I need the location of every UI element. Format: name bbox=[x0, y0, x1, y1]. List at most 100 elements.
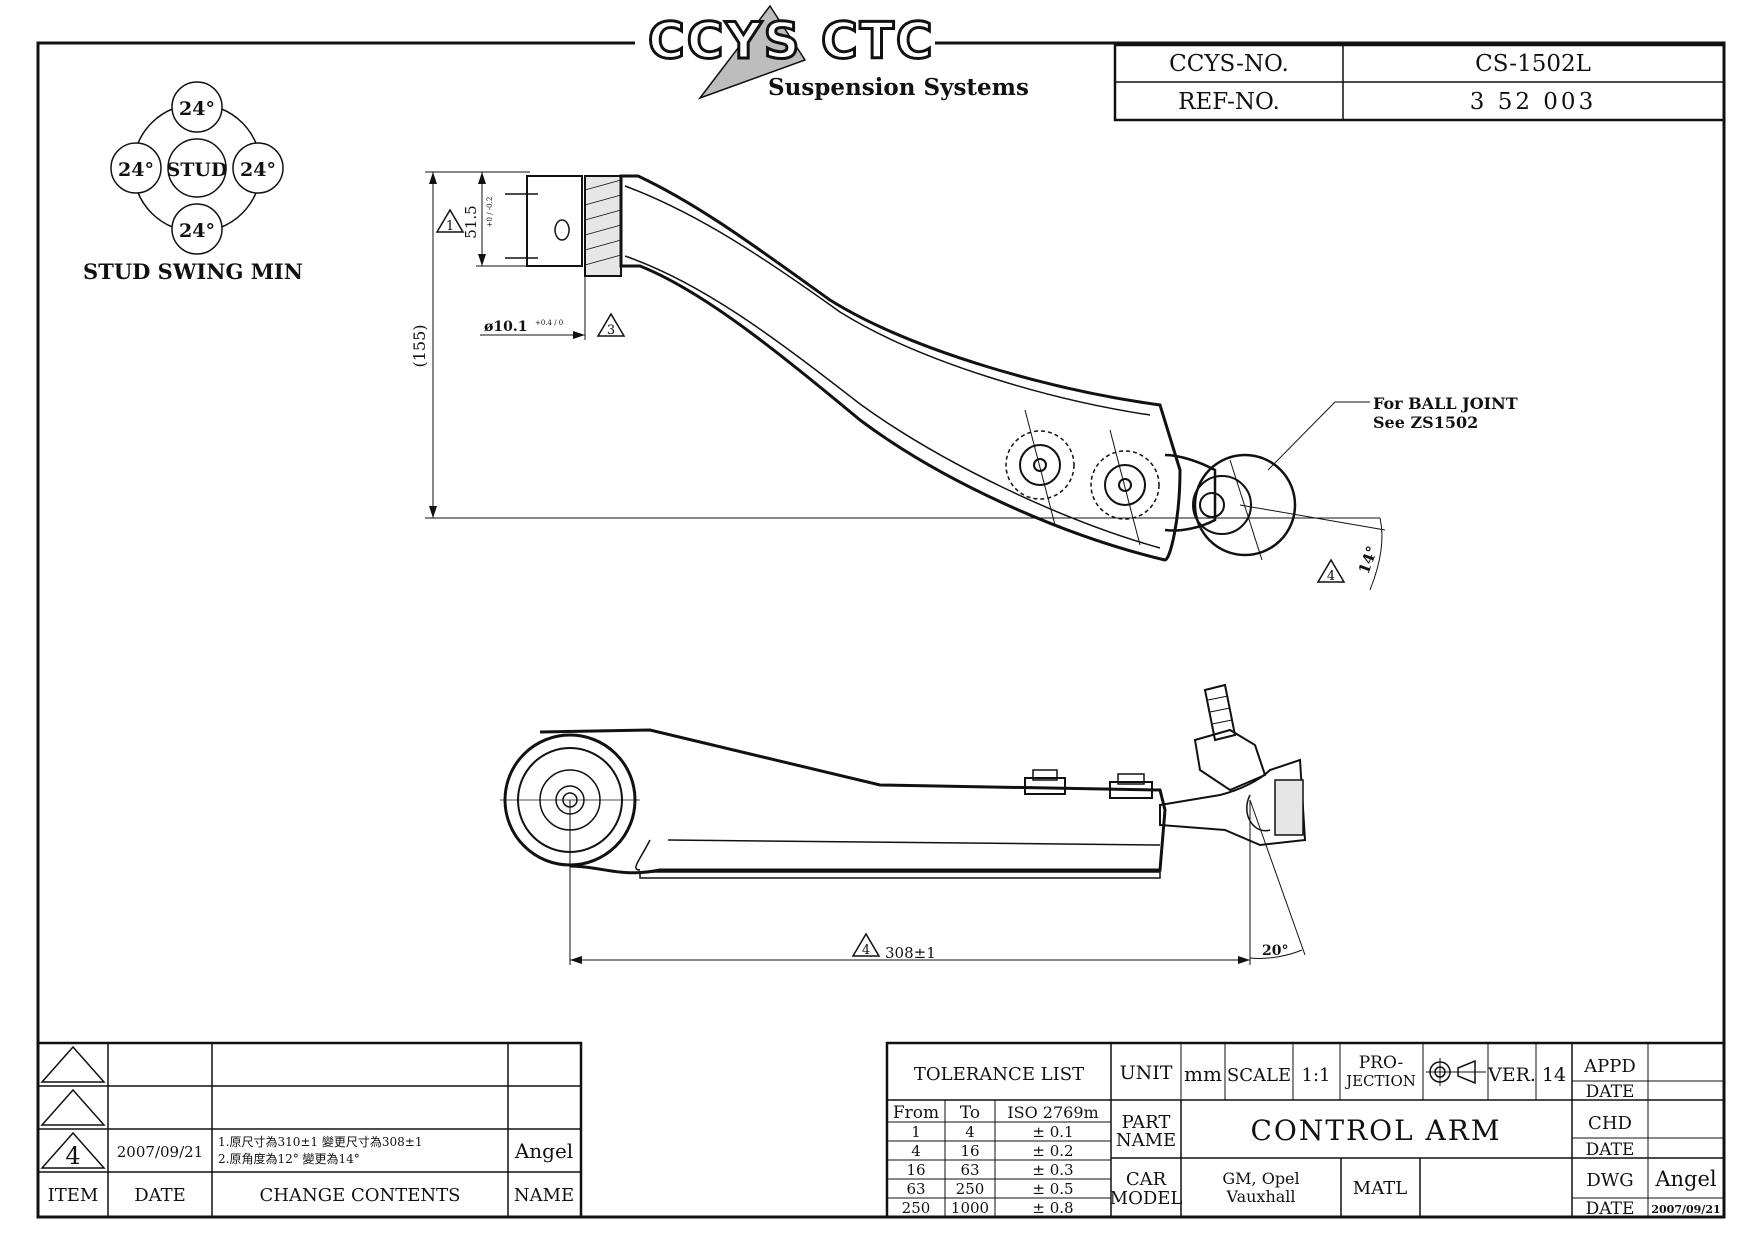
ball-joint-note-line2: See ZS1502 bbox=[1373, 413, 1478, 432]
ver-label: VER. bbox=[1487, 1064, 1536, 1086]
scale-label: SCALE bbox=[1227, 1065, 1291, 1086]
marker-1-triangle: 1 bbox=[435, 208, 465, 234]
projection-label-line2: JECTION bbox=[1344, 1072, 1416, 1090]
tolerance-list-title: TOLERANCE LIST bbox=[914, 1064, 1084, 1085]
tol-header-to: To bbox=[960, 1103, 980, 1123]
top-view-angle: 14° bbox=[1355, 544, 1382, 577]
top-view-drawing: For BALL JOINT See ZS1502 (155) 51.5 +0 … bbox=[410, 171, 1518, 591]
tol-row-to: 4 bbox=[965, 1123, 975, 1141]
svg-text:4: 4 bbox=[862, 943, 870, 958]
marker-4-triangle-top: 4 bbox=[1316, 558, 1346, 584]
tol-header-from: From bbox=[893, 1103, 939, 1123]
drawing-border bbox=[36, 41, 1726, 1219]
swing-bottom-angle: 24° bbox=[179, 220, 215, 242]
tol-row-to: 250 bbox=[956, 1180, 985, 1198]
svg-text:3: 3 bbox=[607, 323, 615, 338]
revision-header-contents: CHANGE CONTENTS bbox=[260, 1185, 461, 1206]
dwg-date-label: DATE bbox=[1586, 1199, 1635, 1219]
part-number-box: CCYS-NO. CS-1502L REF-NO. 3 52 003 bbox=[1113, 43, 1726, 122]
tol-row-from: 4 bbox=[911, 1142, 921, 1160]
title-block: TOLERANCE LIST From To ISO 2769m 1 4 ± 0… bbox=[885, 1041, 1726, 1219]
revision-header-date: DATE bbox=[134, 1185, 186, 1206]
tol-row-value: ± 0.3 bbox=[1032, 1161, 1073, 1179]
revision-marker-4 bbox=[40, 1131, 106, 1169]
tol-row-value: ± 0.5 bbox=[1032, 1180, 1073, 1198]
scale-value: 1:1 bbox=[1302, 1065, 1331, 1086]
stud-swing-caption: STUD SWING MIN bbox=[83, 259, 303, 284]
car-model-value-line2: Vauxhall bbox=[1225, 1187, 1295, 1206]
dimension-bushing-tolerance: +0 / -0.2 bbox=[486, 197, 494, 228]
ball-joint-stud bbox=[1203, 683, 1237, 742]
matl-label: MATL bbox=[1353, 1178, 1407, 1199]
appd-date-label: DATE bbox=[1586, 1082, 1635, 1102]
projection-symbol-icon bbox=[1426, 1058, 1486, 1086]
dimension-overall-length: 308±1 bbox=[885, 944, 936, 962]
tol-row-from: 1 bbox=[911, 1123, 921, 1141]
tol-header-iso: ISO 2769m bbox=[1007, 1103, 1098, 1122]
swing-center-label: STUD bbox=[167, 159, 228, 181]
tol-row-to: 63 bbox=[960, 1161, 979, 1179]
ref-no-value: 3 52 003 bbox=[1470, 89, 1596, 115]
company-logo: CCYS CTC Suspension Systems bbox=[635, 4, 1029, 101]
part-name-value: CONTROL ARM bbox=[1250, 1114, 1501, 1147]
dwg-label: DWG bbox=[1586, 1170, 1633, 1191]
unit-value: mm bbox=[1184, 1062, 1222, 1086]
unit-label: UNIT bbox=[1120, 1062, 1173, 1084]
tol-row-from: 250 bbox=[902, 1199, 931, 1217]
revision-date: 2007/09/21 bbox=[117, 1143, 203, 1161]
revision-table: 4 2007/09/21 1.原尺寸為310±1 變更尺寸為308±1 2.原角… bbox=[36, 1041, 583, 1219]
ball-joint-note-line1: For BALL JOINT bbox=[1373, 394, 1518, 413]
swing-top-angle: 24° bbox=[179, 98, 215, 120]
part-name-label-line2: NAME bbox=[1116, 1130, 1176, 1151]
tol-row-value: ± 0.8 bbox=[1032, 1199, 1073, 1217]
car-model-label-line2: MODEL bbox=[1110, 1188, 1183, 1209]
logo-subtitle: Suspension Systems bbox=[768, 74, 1029, 101]
ccys-no-label: CCYS-NO. bbox=[1169, 51, 1289, 77]
dwg-date-value: 2007/09/21 bbox=[1651, 1203, 1720, 1216]
arm-body-side bbox=[539, 728, 1167, 875]
tol-row-value: ± 0.1 bbox=[1032, 1123, 1073, 1141]
dimension-bore-tolerance: +0.4 / 0 bbox=[535, 319, 563, 327]
dimension-bushing-width: 51.5 bbox=[462, 205, 480, 238]
bushing-section-hatch bbox=[584, 175, 622, 277]
revision-item: 4 bbox=[65, 1142, 80, 1170]
chd-date-label: DATE bbox=[1586, 1140, 1635, 1160]
swing-right-angle: 24° bbox=[240, 159, 276, 181]
revision-marker-blank-1 bbox=[40, 1045, 106, 1083]
part-name-label-line1: PART bbox=[1122, 1112, 1171, 1133]
tol-row-value: ± 0.2 bbox=[1032, 1142, 1073, 1160]
marker-3-triangle: 3 bbox=[596, 312, 626, 338]
swing-left-angle: 24° bbox=[118, 159, 154, 181]
svg-text:4: 4 bbox=[1327, 569, 1335, 584]
projection-label-line1: PRO- bbox=[1359, 1053, 1404, 1073]
revision-header-item: ITEM bbox=[48, 1185, 99, 1206]
logo-text: CCYS CTC bbox=[648, 12, 935, 70]
chd-label: CHD bbox=[1588, 1113, 1632, 1134]
stud-swing-diagram: 24° 24° 24° 24° STUD STUD SWING MIN bbox=[83, 81, 303, 284]
ver-value: 14 bbox=[1542, 1064, 1566, 1086]
revision-name: Angel bbox=[514, 1139, 573, 1163]
car-model-value-line1: GM, Opel bbox=[1222, 1169, 1299, 1188]
ref-no-label: REF-NO. bbox=[1178, 89, 1280, 115]
dwg-value: Angel bbox=[1654, 1167, 1717, 1191]
tol-row-to: 16 bbox=[960, 1142, 979, 1160]
revision-contents-line2: 2.原角度為12° 變更為14° bbox=[218, 1151, 360, 1166]
dimension-overall-height: (155) bbox=[410, 324, 429, 367]
arm-body-top bbox=[619, 174, 1182, 562]
revision-header-name: NAME bbox=[514, 1185, 574, 1206]
tol-row-from: 16 bbox=[906, 1161, 925, 1179]
dimension-bore-diameter: ø10.1 bbox=[484, 319, 527, 335]
revision-contents-line1: 1.原尺寸為310±1 變更尺寸為308±1 bbox=[218, 1134, 422, 1149]
tol-row-to: 1000 bbox=[951, 1199, 989, 1217]
tol-row-from: 63 bbox=[906, 1180, 925, 1198]
marker-4-triangle-side: 4 bbox=[851, 932, 881, 958]
side-view-drawing: 4 308±1 20° bbox=[500, 683, 1307, 965]
ccys-no-value: CS-1502L bbox=[1475, 51, 1591, 77]
revision-marker-blank-2 bbox=[40, 1088, 106, 1126]
svg-text:1: 1 bbox=[446, 219, 454, 234]
logo-triangle-shape bbox=[697, 4, 807, 100]
side-view-angle: 20° bbox=[1262, 943, 1288, 959]
car-model-label-line1: CAR bbox=[1126, 1169, 1167, 1190]
ball-joint-outer bbox=[1193, 453, 1297, 557]
